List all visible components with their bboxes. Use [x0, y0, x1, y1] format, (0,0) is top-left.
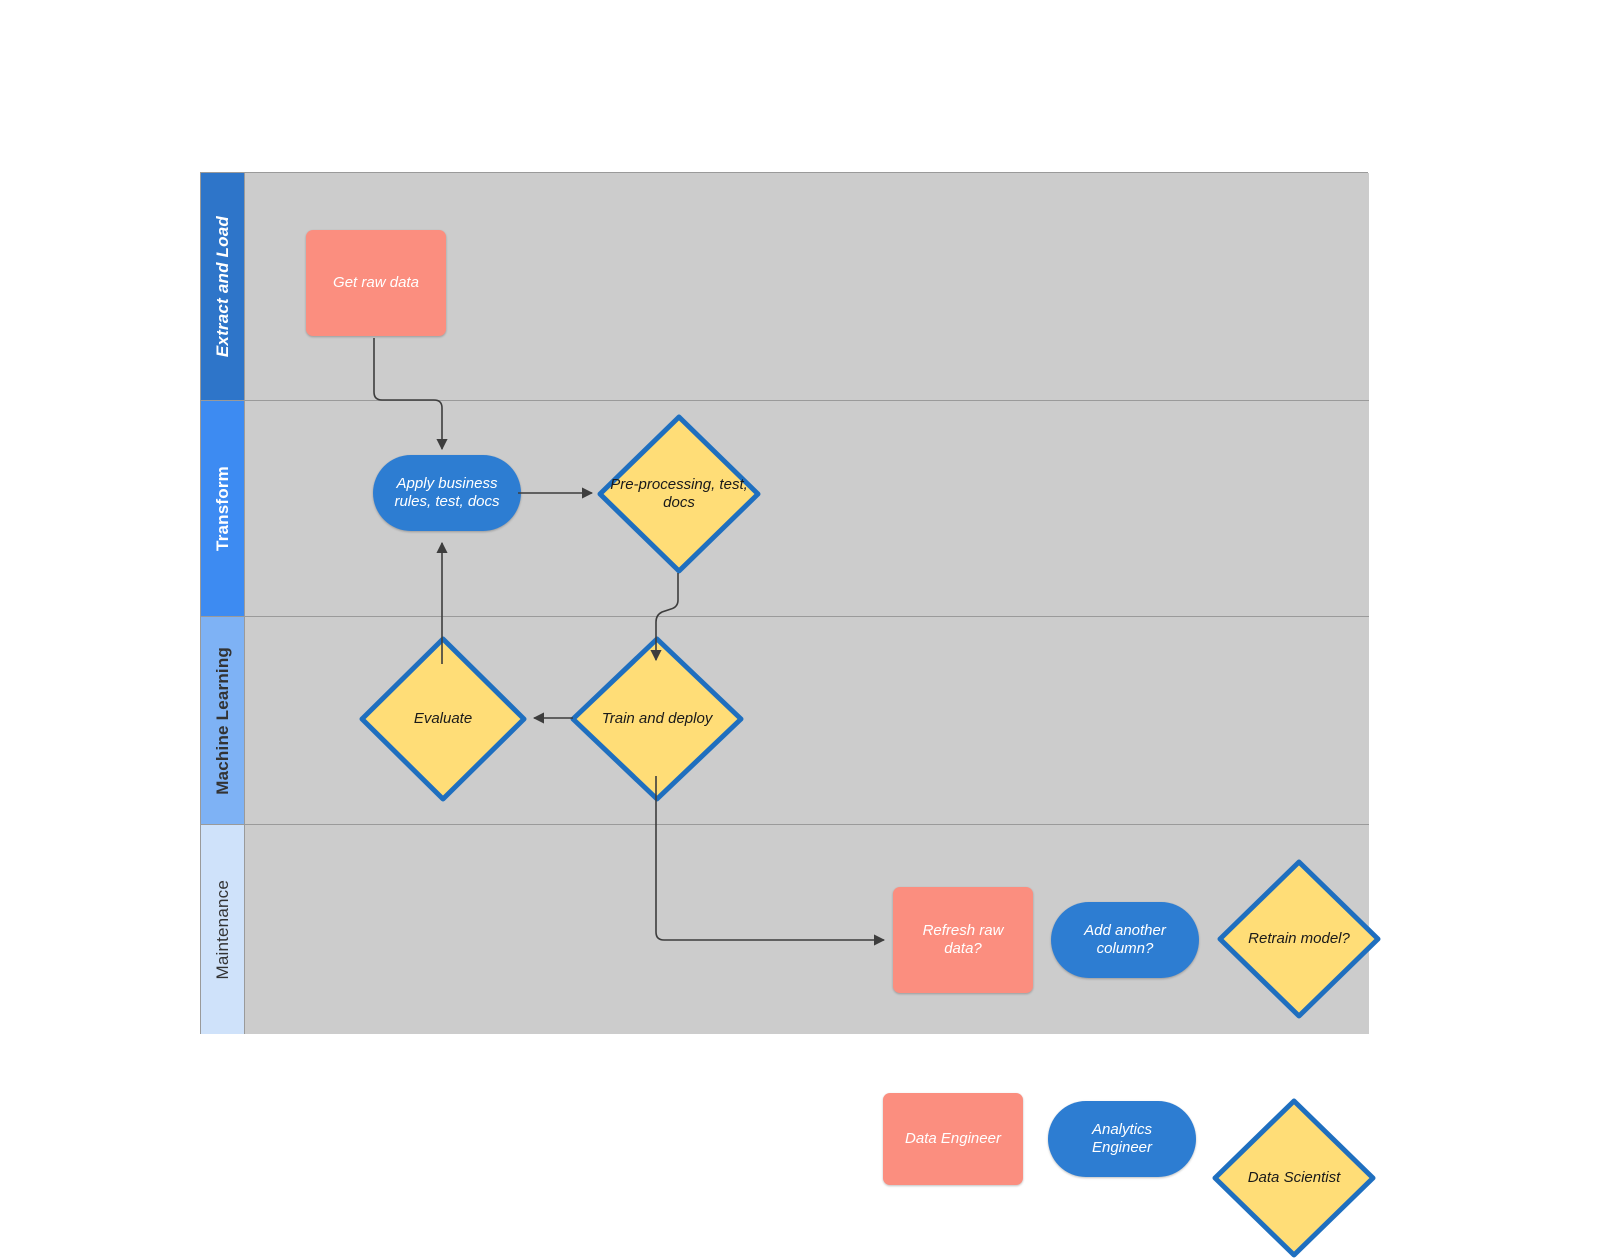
node-label-pre-processing: Pre-processing, test, docs: [610, 475, 748, 511]
node-train-and-deploy[interactable]: Train and deploy: [570, 636, 744, 802]
lane-maintenance: Maintenance Refresh raw data? Add anothe…: [201, 825, 1381, 1034]
legend-item-data-engineer[interactable]: Data Engineer: [883, 1093, 1023, 1185]
node-evaluate[interactable]: Evaluate: [359, 636, 527, 802]
node-pre-processing[interactable]: Pre-processing, test, docs: [597, 414, 761, 574]
lane-header-machine-learning[interactable]: Machine Learning: [201, 617, 245, 824]
lane-machine-learning: Machine Learning Evaluate Train and depl…: [201, 617, 1369, 825]
legend: Data Engineer Analytics Engineer Data Sc…: [883, 1092, 1376, 1258]
lane-header-transform[interactable]: Transform: [201, 401, 245, 616]
node-label-evaluate: Evaluate: [413, 709, 473, 727]
lane-extract-and-load: Extract and Load Get raw data: [201, 173, 1369, 401]
node-label-get-raw-data: Get raw data: [333, 273, 419, 291]
node-add-another-column[interactable]: Add another column?: [1051, 902, 1199, 978]
node-retrain-model[interactable]: Retrain model?: [1217, 859, 1381, 1019]
diamond-shape-icon: [597, 414, 761, 574]
legend-item-analytics-engineer[interactable]: Analytics Engineer: [1048, 1101, 1196, 1177]
lane-body-maintenance: Refresh raw data? Add another column? Re…: [245, 825, 1381, 1034]
node-label-train-and-deploy: Train and deploy: [601, 709, 713, 727]
legend-label-data-scientist: Data Scientist: [1247, 1168, 1341, 1186]
lane-header-extract-and-load[interactable]: Extract and Load: [201, 173, 245, 400]
node-apply-business-rules[interactable]: Apply business rules, test, docs: [373, 455, 521, 531]
lane-body-transform: Apply business rules, test, docs Pre-pro…: [245, 401, 1369, 616]
legend-label-analytics-engineer: Analytics Engineer: [1091, 1120, 1153, 1156]
node-label-apply-business-rules: Apply business rules, test, docs: [394, 474, 500, 510]
lane-header-maintenance[interactable]: Maintenance: [201, 825, 245, 1034]
node-refresh-raw-data[interactable]: Refresh raw data?: [893, 887, 1033, 993]
legend-label-data-engineer: Data Engineer: [905, 1129, 1001, 1147]
diamond-shape-icon: [1217, 859, 1381, 1019]
swimlane-pool: Extract and Load Get raw data Transform …: [200, 172, 1381, 1034]
lane-label-extract-and-load: Extract and Load: [212, 215, 232, 358]
lane-transform: Transform Apply business rules, test, do…: [201, 401, 1369, 617]
node-label-retrain-model: Retrain model?: [1248, 929, 1350, 947]
diamond-shape-icon: [359, 636, 527, 802]
lane-label-transform: Transform: [212, 466, 232, 551]
lane-label-machine-learning: Machine Learning: [212, 646, 232, 795]
lane-body-machine-learning: Evaluate Train and deploy: [245, 617, 1369, 824]
node-get-raw-data[interactable]: Get raw data: [306, 230, 446, 336]
node-label-add-another-column: Add another column?: [1084, 921, 1166, 957]
node-label-refresh-raw-data: Refresh raw data?: [922, 921, 1004, 957]
legend-item-data-scientist[interactable]: Data Scientist: [1212, 1098, 1376, 1258]
lane-body-extract-and-load: Get raw data: [245, 173, 1369, 400]
lane-label-maintenance: Maintenance: [212, 879, 232, 980]
